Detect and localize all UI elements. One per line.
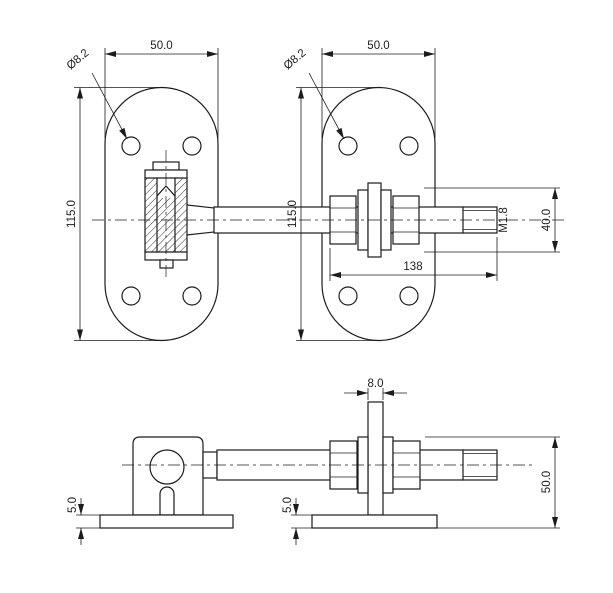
mounting-hole [399, 286, 419, 306]
dim-label: 50.0 [541, 471, 553, 493]
dim-right-plate-height: 115.0 [287, 87, 379, 341]
pivot-hole [149, 449, 185, 485]
mounting-hole [121, 136, 141, 156]
dim-label: 8.0 [368, 378, 384, 390]
dim-plate-thickness: 8.0 [344, 378, 407, 400]
dim-right-plate-width: 50.0 [321, 40, 436, 138]
front-view: 50.0 50.0 115.0 115.0 Ø8.2 [65, 40, 568, 342]
mounting-hole [182, 136, 202, 156]
dim-assembly-height: 50.0 [425, 436, 560, 529]
dim-label: 138 [403, 261, 422, 273]
bracket-body [132, 436, 204, 516]
dim-label: 5.0 [67, 497, 79, 513]
mounting-hole [399, 136, 419, 156]
mounting-hole [338, 286, 358, 306]
right-plate-edge [367, 401, 384, 516]
dim-right-base-thickness: 5.0 [282, 497, 312, 545]
dim-label: 50.0 [367, 40, 389, 52]
mounting-hole [182, 286, 202, 306]
dim-left-plate-height: 115.0 [66, 87, 162, 341]
hinge-pin-tip [156, 185, 176, 197]
thread-callout: M1.8 [498, 207, 510, 233]
dim-label: Ø8.2 [282, 47, 309, 72]
dim-label: 50.0 [150, 40, 172, 52]
left-base-plate [99, 514, 234, 529]
dim-label: Ø8.2 [65, 47, 92, 72]
mounting-hole [121, 286, 141, 306]
mounting-hole [338, 136, 358, 156]
dim-left-plate-width: 50.0 [104, 40, 219, 138]
right-base-plate [311, 514, 438, 529]
dim-label: 115.0 [287, 200, 299, 228]
dim-label: 115.0 [66, 200, 78, 228]
dim-label: 5.0 [282, 497, 294, 513]
pin-slot [159, 486, 175, 516]
dim-left-base-thickness: 5.0 [67, 497, 100, 545]
dim-shaft-length: 138 [329, 237, 498, 281]
side-view: 8.0 5.0 5.0 50.0 [67, 378, 560, 545]
